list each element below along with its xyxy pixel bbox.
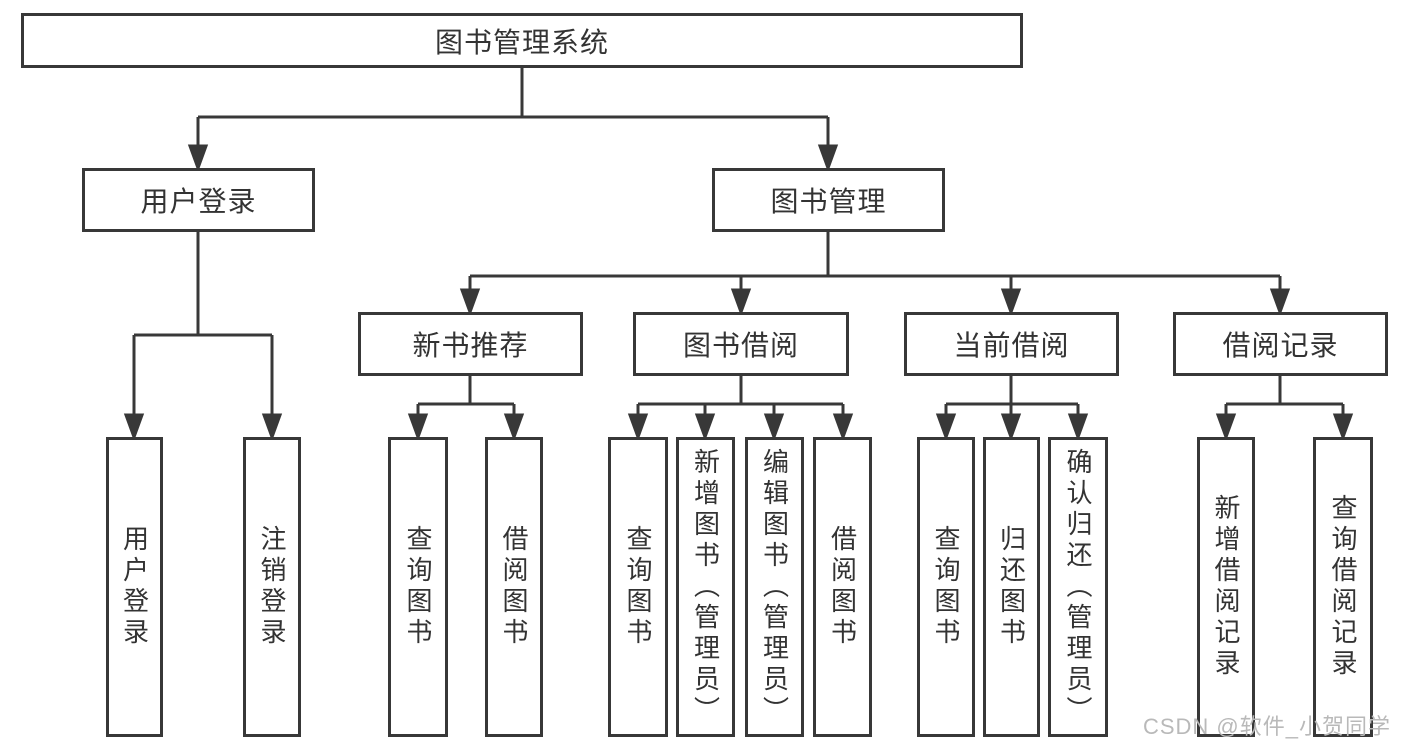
leaf-add-book-admin: 新增图书（管理员）: [676, 437, 735, 737]
node-borrow-records-label: 借阅记录: [1222, 330, 1339, 361]
leaf-query-books-current-label: 查询图书: [931, 525, 961, 649]
node-system-root-label: 图书管理系统: [434, 26, 609, 58]
node-user-login-label: 用户登录: [140, 186, 257, 217]
node-book-management-label: 图书管理: [770, 186, 887, 217]
leaf-return-book: 归还图书: [983, 437, 1040, 737]
leaf-query-books-recommend: 查询图书: [388, 437, 448, 737]
node-current-borrowing-label: 当前借阅: [953, 330, 1070, 361]
leaf-query-books-borrowing-label: 查询图书: [623, 525, 653, 649]
leaf-confirm-return-admin-label: 确认归还（管理员）: [1063, 447, 1093, 727]
connector-root-to-level2: [187, 68, 839, 173]
leaf-add-borrow-record: 新增借阅记录: [1197, 437, 1255, 737]
connector-records-to-leaves: [1215, 376, 1354, 442]
leaf-query-borrow-record-label: 查询借阅记录: [1328, 494, 1358, 680]
leaf-borrow-books-recommend-label: 借阅图书: [499, 525, 529, 649]
node-book-management: 图书管理: [712, 168, 945, 232]
node-new-book-recommend: 新书推荐: [358, 312, 583, 376]
leaf-logout: 注销登录: [243, 437, 301, 737]
csdn-watermark: CSDN @软件_小贺同学: [1142, 714, 1391, 739]
leaf-borrow-books-label: 借阅图书: [827, 525, 858, 649]
leaf-user-login: 用户登录: [106, 437, 163, 737]
connector-new-rec-to-leaves: [407, 376, 525, 442]
leaf-add-book-admin-label: 新增图书（管理员）: [690, 447, 721, 727]
leaf-borrow-books-recommend: 借阅图书: [485, 437, 543, 737]
leaf-borrow-books: 借阅图书: [813, 437, 872, 737]
node-book-borrowing: 图书借阅: [633, 312, 849, 376]
leaf-query-books-recommend-label: 查询图书: [403, 525, 433, 649]
leaf-edit-book-admin-label: 编辑图书（管理员）: [759, 447, 790, 727]
connector-current-to-leaves: [935, 376, 1089, 442]
node-new-book-recommend-label: 新书推荐: [412, 330, 529, 361]
node-system-root: 图书管理系统: [21, 13, 1023, 68]
leaf-query-borrow-record: 查询借阅记录: [1313, 437, 1373, 737]
leaf-confirm-return-admin: 确认归还（管理员）: [1048, 437, 1108, 737]
leaf-query-books-current: 查询图书: [917, 437, 975, 737]
leaf-query-books-borrowing: 查询图书: [608, 437, 668, 737]
leaf-return-book-label: 归还图书: [996, 525, 1027, 649]
connector-borrowing-to-leaves: [627, 376, 854, 442]
leaf-add-borrow-record-label: 新增借阅记录: [1211, 494, 1241, 680]
connector-user-login-to-leaves: [123, 232, 283, 442]
leaf-edit-book-admin: 编辑图书（管理员）: [745, 437, 804, 737]
connector-book-mgmt-to-modules: [459, 232, 1291, 317]
leaf-user-login-label: 用户登录: [119, 525, 150, 649]
node-borrow-records: 借阅记录: [1173, 312, 1388, 376]
leaf-logout-label: 注销登录: [257, 525, 287, 649]
node-book-borrowing-label: 图书借阅: [682, 330, 799, 361]
node-user-login: 用户登录: [82, 168, 315, 232]
node-current-borrowing: 当前借阅: [904, 312, 1119, 376]
